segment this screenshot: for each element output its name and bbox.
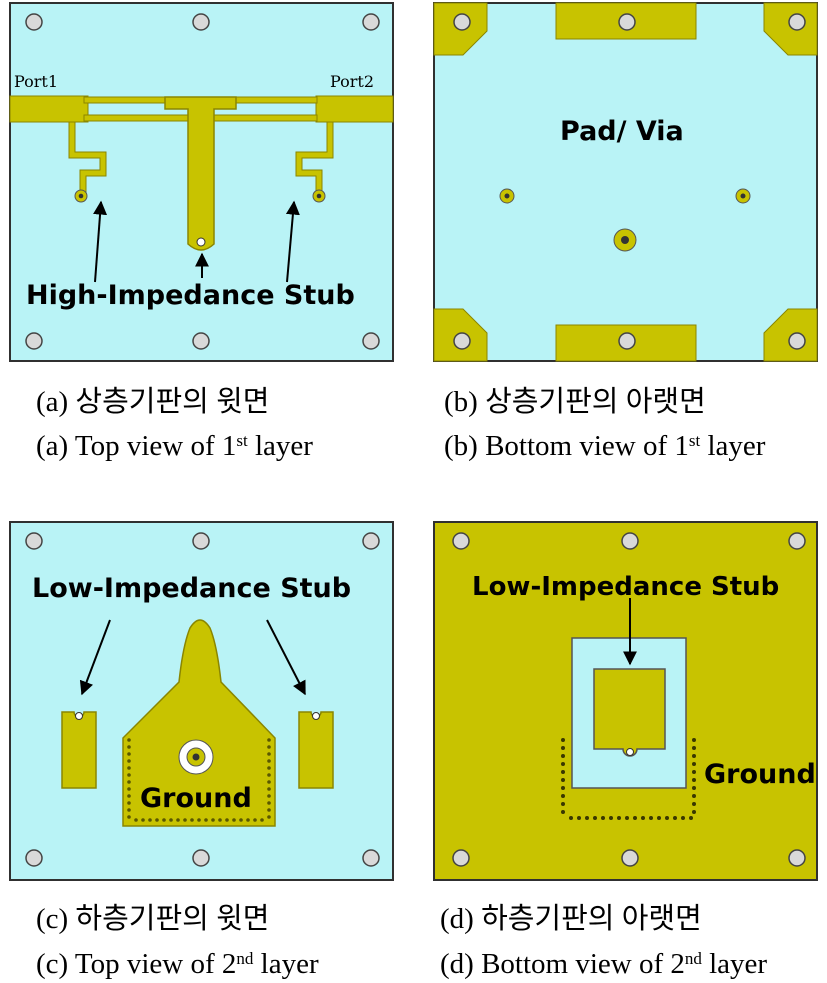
stub-via [196,237,206,247]
port2-feedline [315,95,394,123]
screw-icon [453,13,806,350]
caption-d-english: (d) Bottom view of 2nd layer [440,948,767,980]
arrow-left-stub [93,200,108,283]
panel-d-bottom-view-layer2: Low-Impedance Stub Ground [433,521,818,881]
low-impedance-stub [593,668,666,757]
center-stub [164,96,237,251]
low-impedance-stub-label: Low-Impedance Stub [472,572,779,602]
substrate [433,2,818,362]
ground-plane [122,619,276,827]
ground-label: Ground [140,783,252,814]
screw-icon [452,532,806,867]
via-fence [127,738,271,822]
arrow-left-low-stub [79,619,111,696]
caption-b-korean: (b) 상층기판의 아랫면 [444,385,706,418]
corner-pad [763,308,818,362]
low-impedance-stub-label: Low-Impedance Stub [32,573,351,604]
caption-a-english: (a) Top view of 1st layer [36,430,313,462]
left-low-impedance-stub [61,711,97,789]
caption-c-korean: (c) 하층기판의 윗면 [36,902,269,935]
port1-feedline [9,95,89,123]
right-low-impedance-stub [298,711,334,789]
port1-label: Port1 [14,72,58,91]
high-impedance-stub-label: High-Impedance Stub [26,280,355,311]
arrow-right-low-stub [266,619,306,696]
caption-b-english: (b) Bottom view of 1st layer [444,430,766,462]
caption-d-korean: (d) 하층기판의 아랫면 [440,902,702,935]
panel-a-top-view-layer1: Port1 Port2 High-Impedance Stub [9,2,394,362]
port2-label: Port2 [330,72,374,91]
panel-c-top-view-layer2: Low-Impedance Stub Ground [9,521,394,881]
corner-pad [763,2,818,56]
caption-a-korean: (a) 상층기판의 윗면 [36,385,269,418]
screw-icon [25,13,380,350]
ground-label: Ground [704,759,816,790]
arrow-right-stub [285,200,300,283]
screw-icon [25,532,380,867]
panel-b-bottom-view-layer1: Pad/ Via [433,2,818,362]
caption-c-english: (c) Top view of 2nd layer [36,948,319,980]
via-fence [561,738,696,820]
pad-via-label: Pad/ Via [560,116,684,147]
